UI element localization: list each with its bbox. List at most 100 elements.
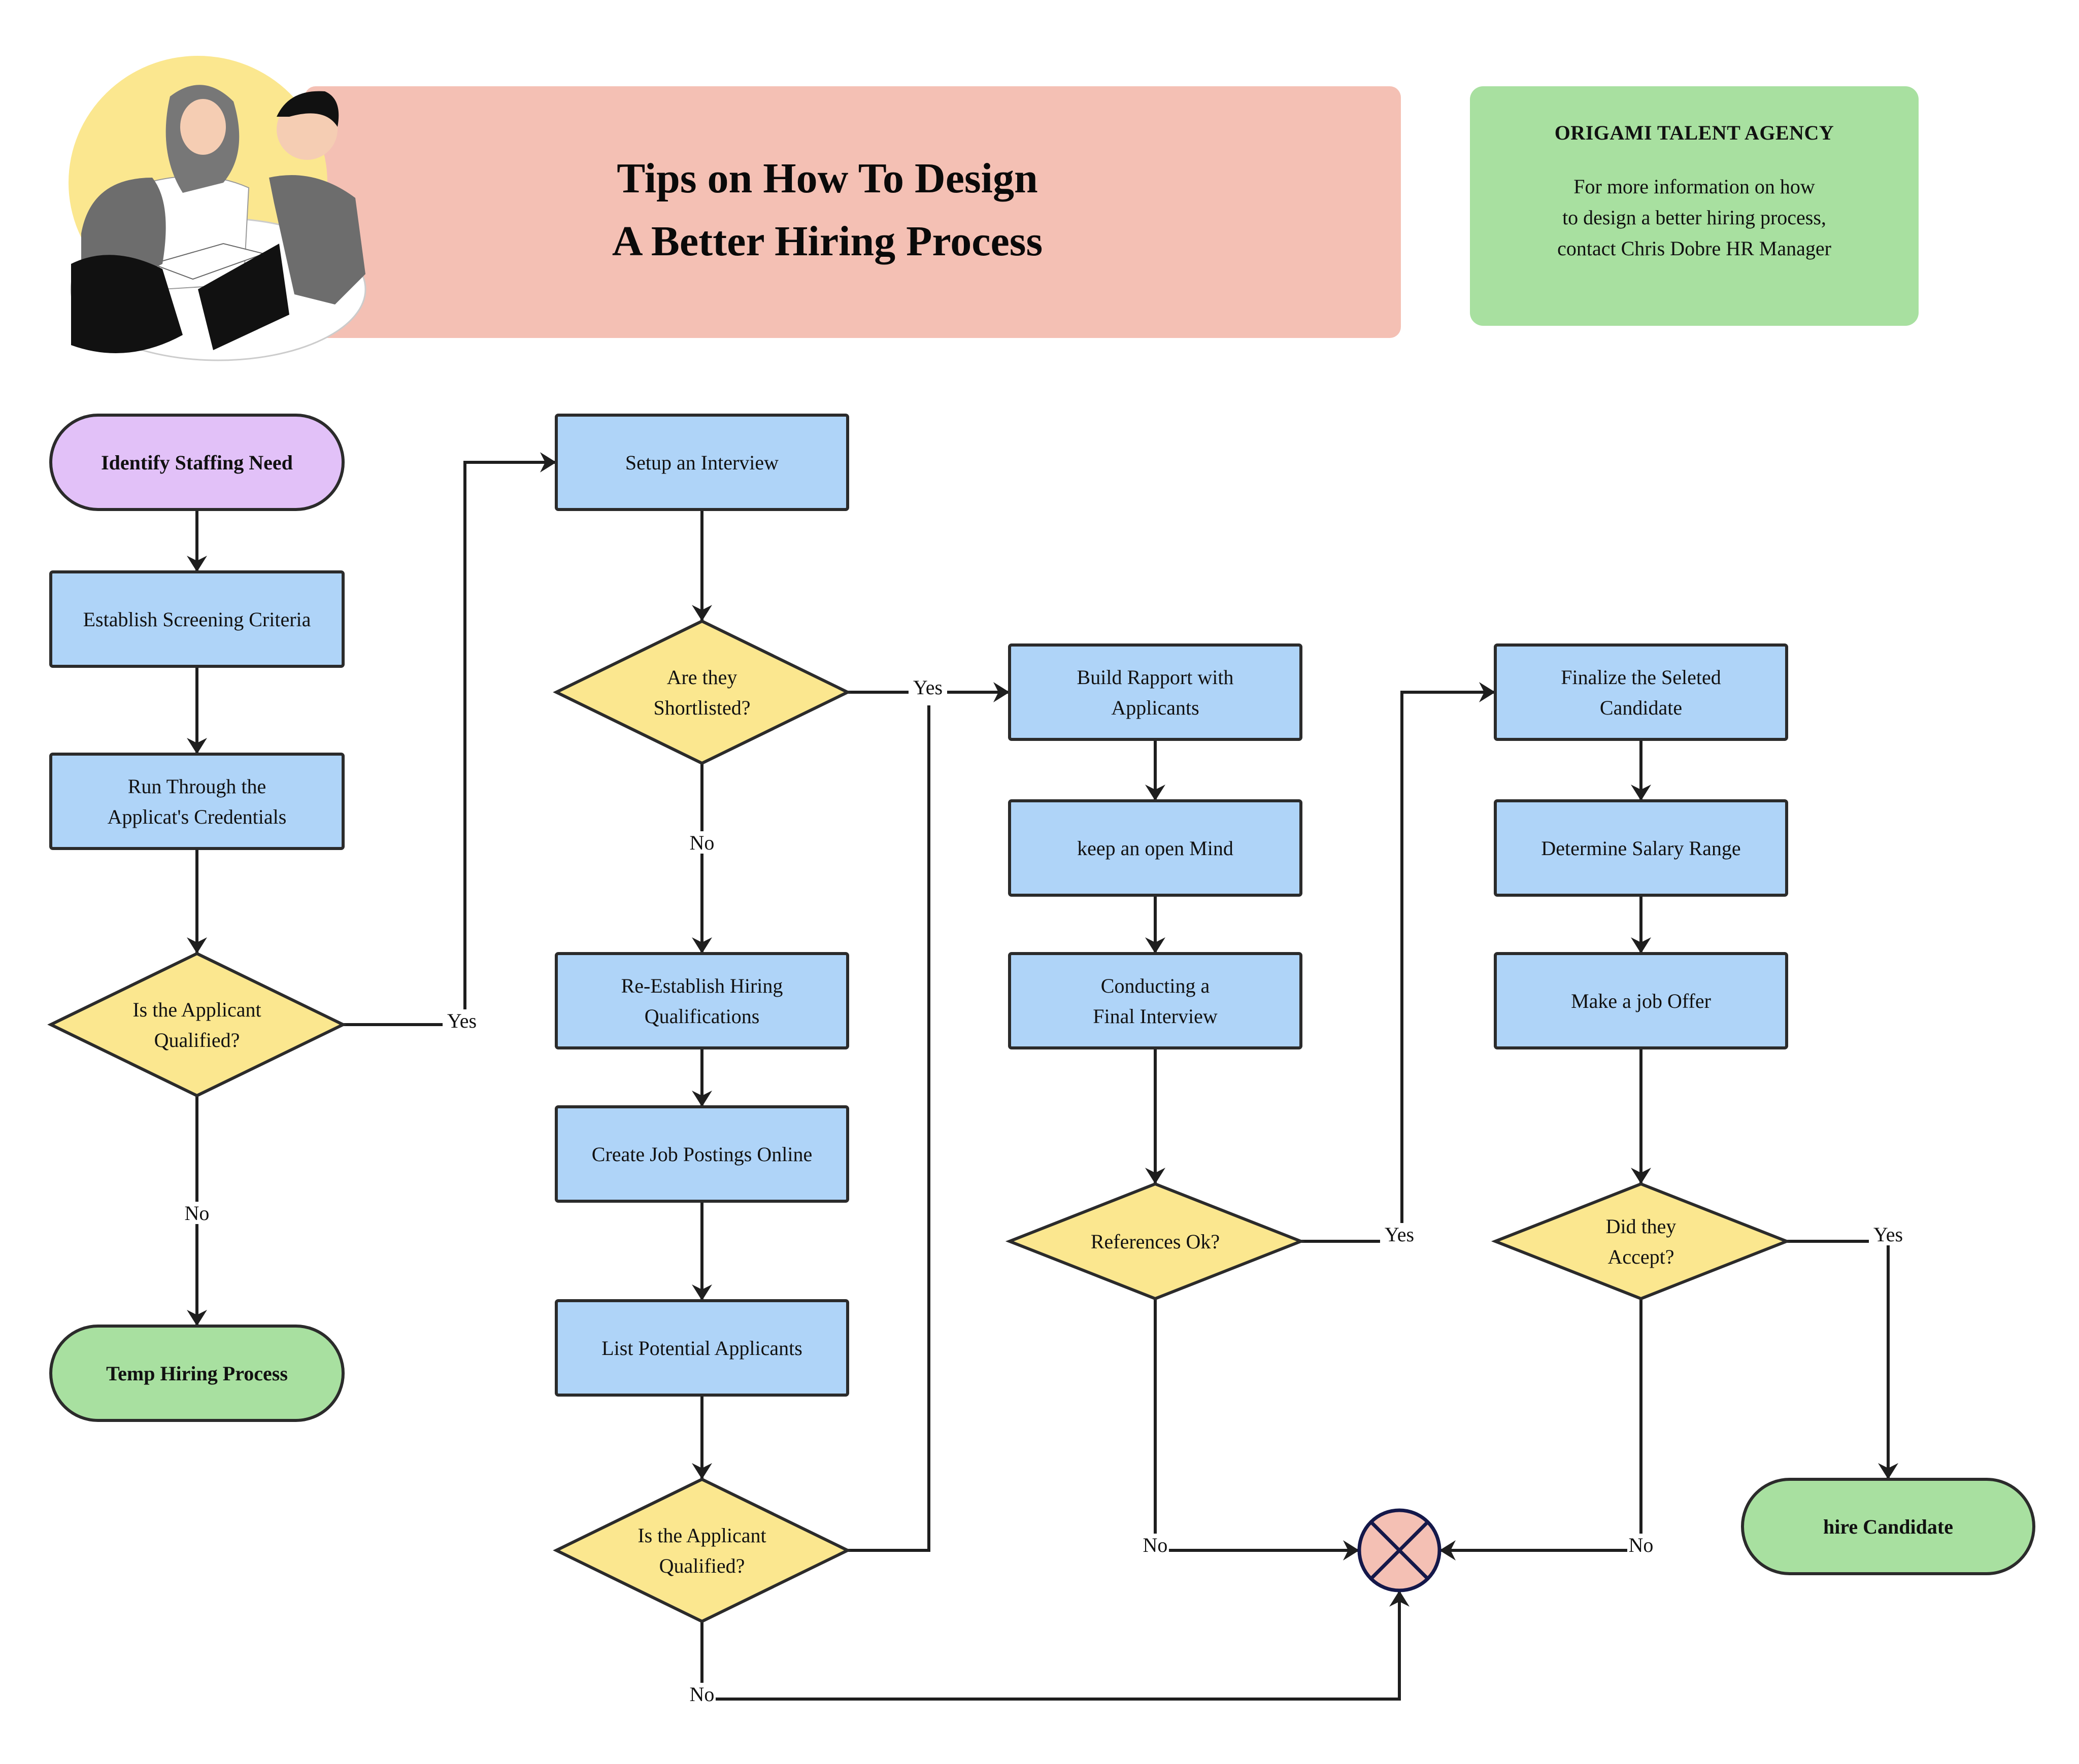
node-label: Make a job Offer <box>1571 990 1711 1012</box>
edge-shortlisted-re-establish-arrowhead <box>692 937 712 954</box>
end-terminal <box>1741 1478 2035 1575</box>
title-line-2: A Better Hiring Process <box>612 218 1043 265</box>
node-list-applicants[interactable]: List Potential Applicants <box>555 1299 849 1397</box>
process-box <box>555 952 849 1049</box>
illustration-man-hair <box>277 91 339 127</box>
edge-references-finalize-arrowhead <box>1479 682 1495 702</box>
node-label: Re-Establish Hiring <box>621 974 783 997</box>
process-box <box>1494 643 1788 741</box>
decision-diamond <box>1491 1182 1791 1301</box>
node-label: Accept? <box>1607 1245 1674 1268</box>
edge-label-no: No <box>1142 1534 1169 1556</box>
node-terminate[interactable] <box>1357 1508 1441 1592</box>
process-box <box>1494 952 1788 1049</box>
node-label: Establish Screening Criteria <box>83 608 311 631</box>
edge-re-establish-create-arrowhead <box>692 1091 712 1107</box>
node-open-mind[interactable]: keep an open Mind <box>1008 799 1302 897</box>
illustration-woman-face <box>180 99 226 155</box>
node-label: Applicants <box>1111 696 1199 719</box>
edge-label-text: No <box>185 1202 210 1225</box>
node-label: Final Interview <box>1093 1005 1218 1028</box>
edge-accept-hire-arrowhead <box>1878 1463 1898 1479</box>
process-box <box>49 570 345 668</box>
process-box <box>555 1299 849 1397</box>
edge-qualified1-setup <box>343 461 556 1026</box>
node-label: Temp Hiring Process <box>106 1362 288 1385</box>
edge-label-yes: Yes <box>443 1009 481 1032</box>
node-references[interactable]: References Ok? <box>1005 1182 1305 1301</box>
edge-label-no: No <box>1627 1534 1655 1556</box>
info-card-line: contact Chris Dobre HR Manager <box>1557 237 1831 260</box>
info-card: ORIGAMI TALENT AGENCY For more informati… <box>1470 86 1919 326</box>
edge-label-text: No <box>690 1683 715 1706</box>
node-label: References Ok? <box>1091 1230 1220 1253</box>
process-box <box>1008 643 1302 741</box>
edge-label-yes: Yes <box>1380 1223 1419 1246</box>
node-offer[interactable]: Make a job Offer <box>1494 952 1788 1049</box>
edge-label-no: No <box>183 1202 211 1225</box>
illustration-laptop <box>198 244 289 350</box>
edge-open-mind-final-arrowhead <box>1145 937 1165 954</box>
edge-offer-accept-arrowhead <box>1631 1168 1651 1184</box>
edge-references-terminate-arrowhead <box>1343 1540 1359 1561</box>
node-label: Candidate <box>1600 696 1682 719</box>
edges-layer <box>187 452 1898 1701</box>
node-create-postings[interactable]: Create Job Postings Online <box>555 1105 849 1203</box>
process-box <box>1008 799 1302 897</box>
edge-list-qualified2-arrowhead <box>692 1463 712 1479</box>
node-hire[interactable]: hire Candidate <box>1741 1478 2035 1575</box>
edge-label-text: Yes <box>447 1009 477 1032</box>
node-label: Qualifications <box>645 1005 760 1028</box>
node-salary[interactable]: Determine Salary Range <box>1494 799 1788 897</box>
node-identify[interactable]: Identify Staffing Need <box>49 414 345 511</box>
node-label: Determine Salary Range <box>1541 837 1740 860</box>
meeting-illustration <box>69 56 366 361</box>
node-establish[interactable]: Establish Screening Criteria <box>49 570 345 668</box>
edge-qualified1-setup-arrowhead <box>540 452 556 472</box>
start-terminal <box>49 414 345 511</box>
info-card-line: For more information on how <box>1573 175 1815 198</box>
node-setup[interactable]: Setup an Interview <box>555 414 849 511</box>
edge-label-bg <box>688 1683 716 1705</box>
edge-qualified1-temp-arrowhead <box>187 1310 207 1326</box>
decision-diamond <box>553 1477 851 1623</box>
node-temp[interactable]: Temp Hiring Process <box>49 1325 345 1422</box>
node-label: Are they <box>667 666 737 689</box>
edge-label-text: No <box>690 831 715 854</box>
node-label: Is the Applicant <box>638 1524 766 1547</box>
edge-accept-terminate-arrowhead <box>1439 1540 1456 1561</box>
node-label: List Potential Applicants <box>601 1337 802 1360</box>
info-card-body: For more information on how to design a … <box>1470 171 1919 264</box>
node-label: Shortlisted? <box>653 696 750 719</box>
edge-label-bg <box>1380 1223 1419 1245</box>
process-box <box>555 1105 849 1203</box>
process-box <box>1494 799 1788 897</box>
edge-label-bg <box>183 1202 211 1224</box>
node-label: Create Job Postings Online <box>592 1143 812 1166</box>
edge-final-references-arrowhead <box>1145 1168 1165 1184</box>
end-terminal <box>49 1325 345 1422</box>
info-card-line: to design a better hiring process, <box>1562 206 1826 229</box>
edge-establish-run-through-arrowhead <box>187 738 207 754</box>
edge-setup-shortlisted-arrowhead <box>692 605 712 621</box>
decision-diamond <box>47 952 347 1098</box>
x-cross-icon <box>1369 1520 1429 1580</box>
edge-label-text: Yes <box>1385 1223 1414 1246</box>
node-label: hire Candidate <box>1823 1515 1953 1538</box>
node-label: Did they <box>1606 1215 1676 1238</box>
illustration-man-body <box>269 175 365 304</box>
node-label: Build Rapport with <box>1077 666 1234 689</box>
edge-label-bg <box>1142 1534 1169 1556</box>
edge-qualified2-build-rapport <box>848 705 930 1552</box>
